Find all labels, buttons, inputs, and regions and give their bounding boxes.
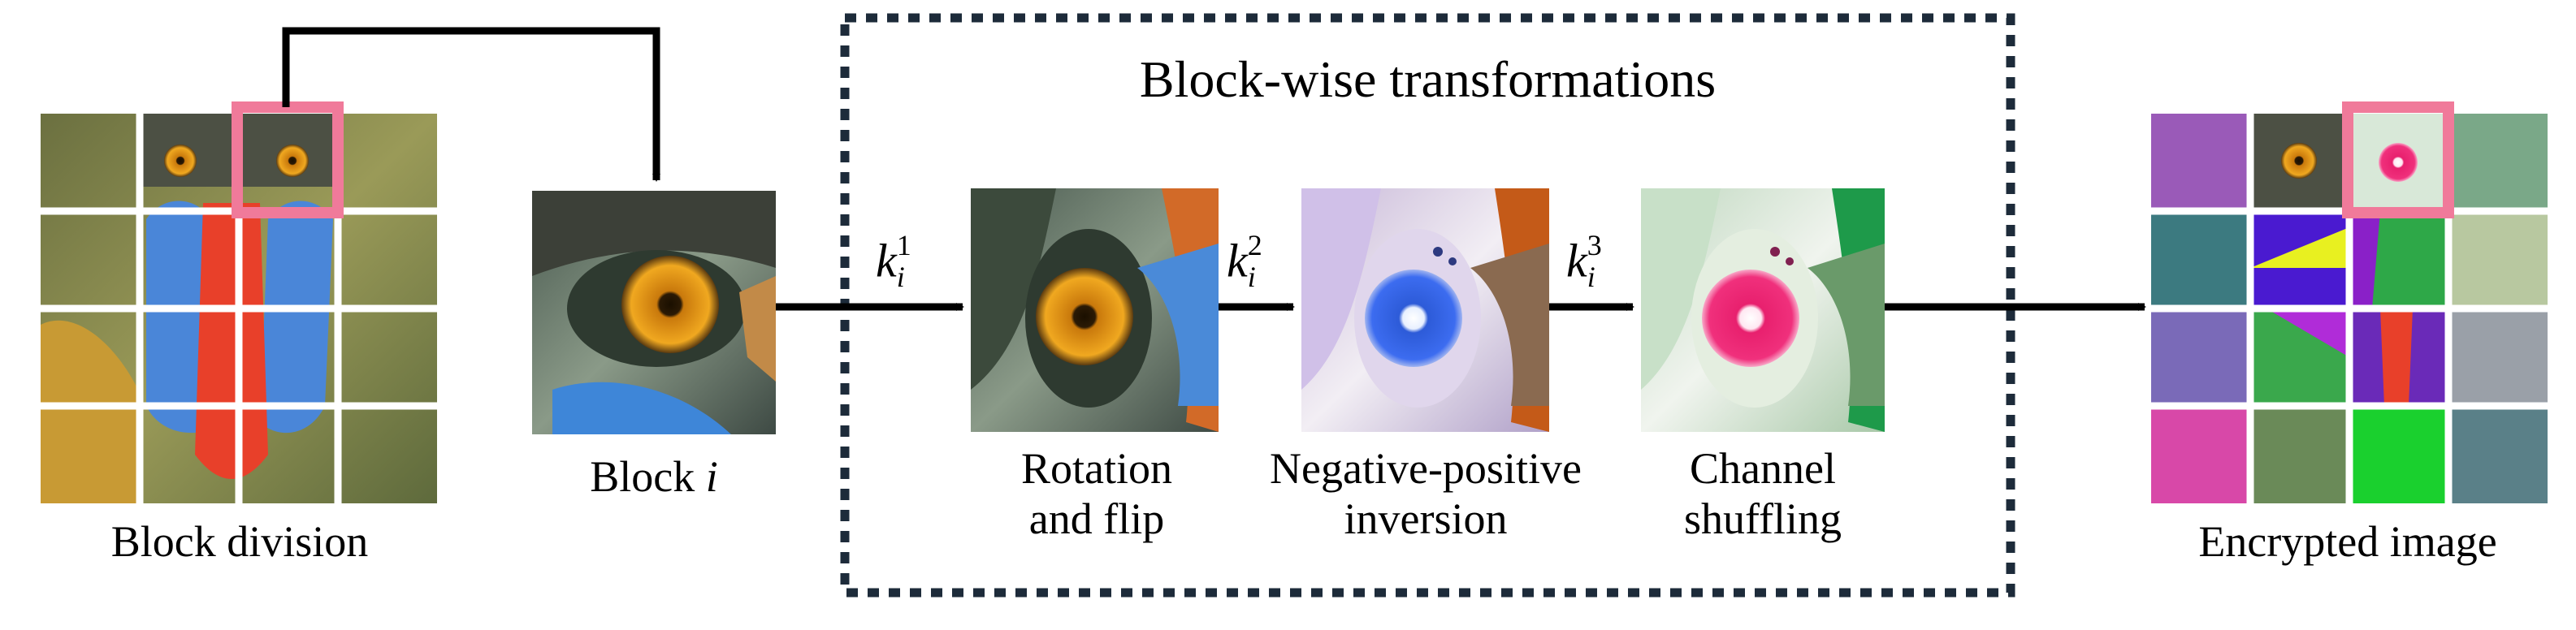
diagram-title: Block-wise transformations [1139, 50, 1717, 108]
label-channel-shuffling: Channel shuffling [1625, 443, 1901, 544]
label-npi-line1: Negative-positive [1270, 444, 1582, 493]
rotation-flip-image [971, 188, 1219, 432]
connector-arrow [282, 27, 660, 182]
key-k2-sup: 2 [1247, 229, 1262, 261]
key-k1-sup: 1 [896, 229, 911, 261]
label-block-division: Block division [110, 517, 369, 566]
label-encrypted-image: Encrypted image [2198, 517, 2497, 566]
label-negative-positive: Negative-positive inversion [1235, 443, 1617, 544]
encrypted-image [2151, 101, 2548, 503]
label-rotation-line1: Rotation [1021, 444, 1172, 493]
key-k1-sub: i [896, 260, 905, 293]
key-k2-sub: i [1247, 260, 1256, 293]
label-rotation-line2: and flip [1028, 494, 1165, 543]
label-npi-line2: inversion [1344, 494, 1508, 543]
block-i-image [532, 191, 776, 434]
block-division-image [41, 101, 437, 503]
key-k3-sub: i [1587, 260, 1595, 293]
key-k1-base: k [876, 234, 897, 287]
key-k2-base: k [1227, 234, 1248, 287]
negative-positive-image [1301, 188, 1549, 432]
label-block-i-text: Block [590, 452, 706, 501]
key-k3-base: k [1566, 234, 1587, 287]
key-k3: k3i [1566, 231, 1602, 293]
label-block-i: Block i [532, 451, 776, 502]
channel-shuffling-image [1641, 188, 1885, 432]
label-channel-line2: shuffling [1683, 494, 1842, 543]
key-k1: k1i [876, 231, 911, 293]
highlight-box-right [2342, 101, 2454, 218]
label-rotation-flip: Rotation and flip [959, 443, 1235, 544]
key-k2: k2i [1227, 231, 1262, 293]
label-block-i-var: i [705, 452, 718, 501]
key-k3-sup: 3 [1587, 229, 1602, 261]
label-channel-line1: Channel [1690, 444, 1836, 493]
